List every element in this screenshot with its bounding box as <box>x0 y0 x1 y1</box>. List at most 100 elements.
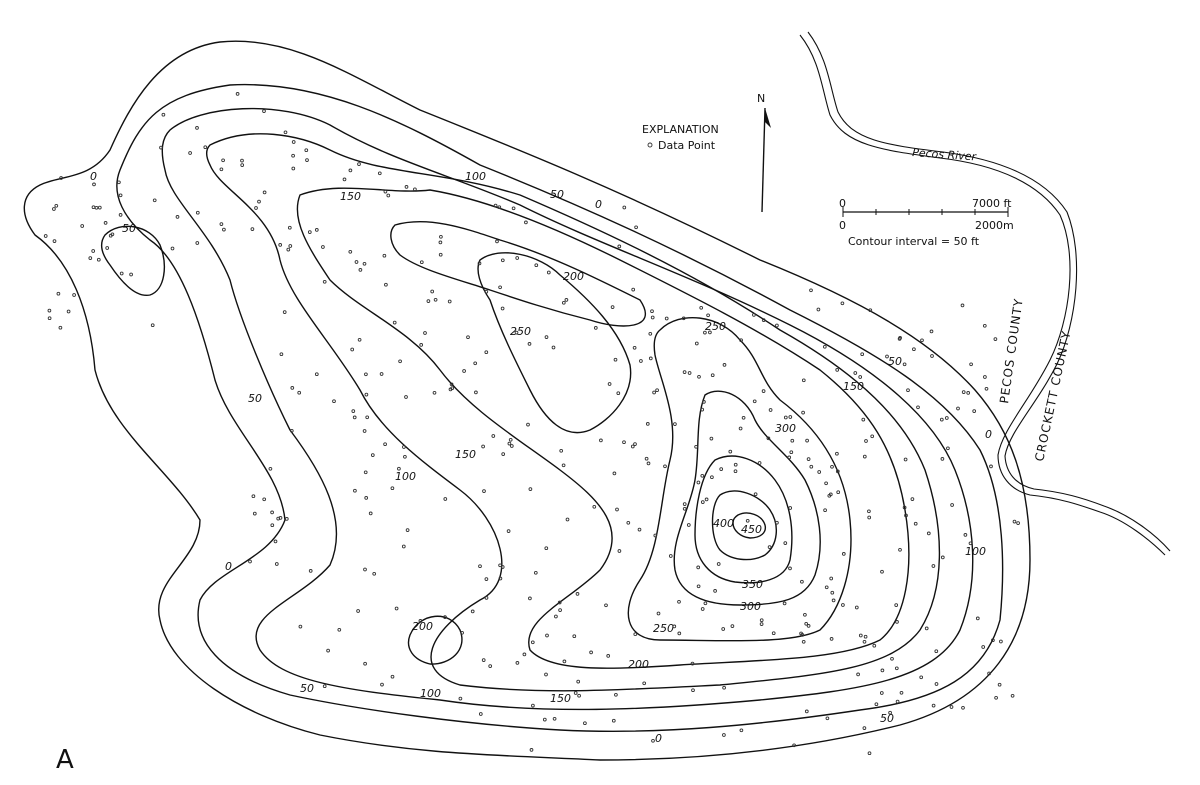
data-point-marker <box>634 225 638 230</box>
data-point-marker <box>836 490 841 495</box>
data-point-marker <box>270 510 274 515</box>
data-point-marker <box>52 207 56 211</box>
data-point-marker <box>696 480 701 485</box>
data-point-marker <box>739 338 743 343</box>
contour-label: 150 <box>843 380 864 393</box>
contour-250-east <box>627 317 852 642</box>
data-point-marker <box>283 130 288 135</box>
data-point-marker <box>565 517 570 522</box>
contour-label: 50 <box>888 355 902 368</box>
data-point-marker <box>423 331 427 335</box>
data-point-marker <box>352 415 357 420</box>
data-point-marker <box>495 239 499 244</box>
data-point-marker <box>872 643 877 648</box>
data-point-marker <box>721 627 726 631</box>
data-point-marker <box>507 441 512 446</box>
data-point-marker <box>719 467 724 471</box>
contour-label: 0 <box>985 428 992 441</box>
data-point-marker <box>544 672 548 677</box>
data-point-marker <box>702 400 706 404</box>
data-point-marker <box>617 549 622 553</box>
contour-0 <box>23 40 1031 761</box>
data-point-marker <box>117 180 121 185</box>
data-point-marker <box>783 415 788 420</box>
data-point-marker <box>368 511 373 516</box>
data-point-marker <box>372 571 377 576</box>
contour-400 <box>711 490 777 561</box>
data-point-marker <box>54 203 59 208</box>
data-point-marker <box>829 637 834 641</box>
data-point-marker <box>403 454 407 459</box>
data-point-marker <box>708 330 712 335</box>
data-point-marker <box>398 359 402 364</box>
data-point-marker <box>305 158 309 162</box>
data-point-marker <box>482 489 486 493</box>
data-point-marker <box>322 684 327 689</box>
data-point-marker <box>782 601 787 606</box>
data-point-marker <box>59 176 63 180</box>
data-point-marker <box>949 705 954 709</box>
data-point-marker <box>987 671 991 676</box>
data-point-marker <box>291 140 296 144</box>
legend-data-point-label: Data Point <box>658 139 716 152</box>
data-point-marker <box>615 507 619 512</box>
data-point-marker <box>466 335 470 340</box>
contour-label: 400 <box>713 517 734 530</box>
data-point-marker <box>488 664 493 668</box>
data-point-marker <box>558 608 562 612</box>
scale-zero-bottom: 0 <box>839 219 846 232</box>
data-point-marker <box>801 378 806 383</box>
data-point-marker <box>498 576 503 581</box>
data-point-marker <box>362 429 367 433</box>
data-point-marker <box>655 388 659 393</box>
north-arrow-head-icon <box>765 108 771 128</box>
data-point-marker <box>920 338 924 343</box>
data-point-marker <box>860 352 865 357</box>
data-point-marker <box>722 685 726 690</box>
data-point-marker <box>386 193 391 198</box>
data-point-marker <box>460 630 464 635</box>
data-point-marker <box>699 305 704 310</box>
data-point-marker <box>527 342 532 346</box>
data-point-marker <box>739 728 744 733</box>
data-point-marker <box>484 596 489 600</box>
data-point-marker <box>470 609 475 614</box>
contour-label: 0 <box>595 198 602 211</box>
data-point-marker <box>789 450 794 455</box>
data-point-marker <box>835 469 840 474</box>
data-point-marker <box>652 390 656 395</box>
data-point-marker <box>650 309 654 314</box>
data-point-marker <box>397 466 401 471</box>
data-point-marker <box>493 203 498 208</box>
data-point-marker <box>968 541 973 546</box>
data-point-marker <box>450 386 455 391</box>
data-point-marker <box>613 357 618 362</box>
data-point-marker <box>270 523 275 528</box>
data-point-marker <box>775 520 779 525</box>
contour-label: 0 <box>90 170 97 183</box>
data-point-marker <box>961 705 965 710</box>
data-point-marker <box>250 227 255 231</box>
data-point-marker <box>1012 519 1017 524</box>
data-point-marker <box>880 668 885 673</box>
data-point-marker <box>856 672 860 677</box>
data-point-marker <box>745 518 750 523</box>
contour-label: 200 <box>563 270 584 283</box>
data-point-marker <box>894 603 899 607</box>
data-point-marker <box>522 652 527 657</box>
north-arrow: N <box>757 92 771 213</box>
data-point-marker <box>554 614 558 619</box>
data-point-marker <box>575 592 580 596</box>
data-point-marker <box>633 442 637 446</box>
scale-meters-label: 2000m <box>975 219 1014 232</box>
data-point-marker <box>862 454 867 459</box>
data-point-marker <box>589 650 593 655</box>
data-point-marker <box>88 256 93 260</box>
data-point-marker <box>332 399 336 404</box>
data-point-marker <box>118 213 123 217</box>
data-point-marker <box>383 189 388 194</box>
data-point-marker <box>348 168 353 173</box>
data-point-marker <box>651 738 655 743</box>
contour-label: 50 <box>880 712 894 725</box>
data-point-marker <box>322 279 327 284</box>
